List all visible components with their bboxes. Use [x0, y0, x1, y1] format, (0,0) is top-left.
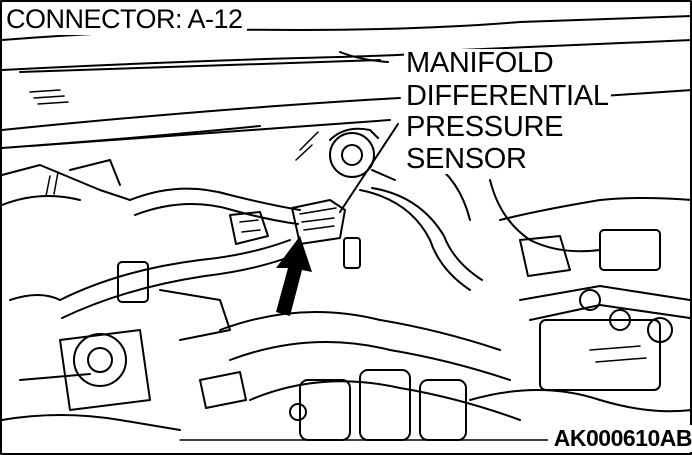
throttle-actuator	[1, 261, 231, 431]
left-fender	[1, 159, 131, 206]
connector-title: CONNECTOR: A-12	[6, 6, 247, 35]
pointer-arrow	[276, 236, 312, 316]
leader-line	[339, 51, 399, 213]
component-label-line-2: DIFFERENTIAL	[404, 80, 611, 112]
brake-booster	[295, 127, 396, 181]
component-label-line-4: SENSOR	[404, 143, 529, 175]
figure-code: AK000610AB	[547, 425, 692, 452]
hood-panel	[1, 15, 692, 149]
intake-manifold	[179, 311, 691, 441]
component-label-line-1: MANIFOLD	[404, 47, 556, 79]
sensor-assembly	[229, 199, 361, 269]
right-components	[469, 197, 692, 413]
component-label-line-3: PRESSURE	[404, 111, 566, 143]
